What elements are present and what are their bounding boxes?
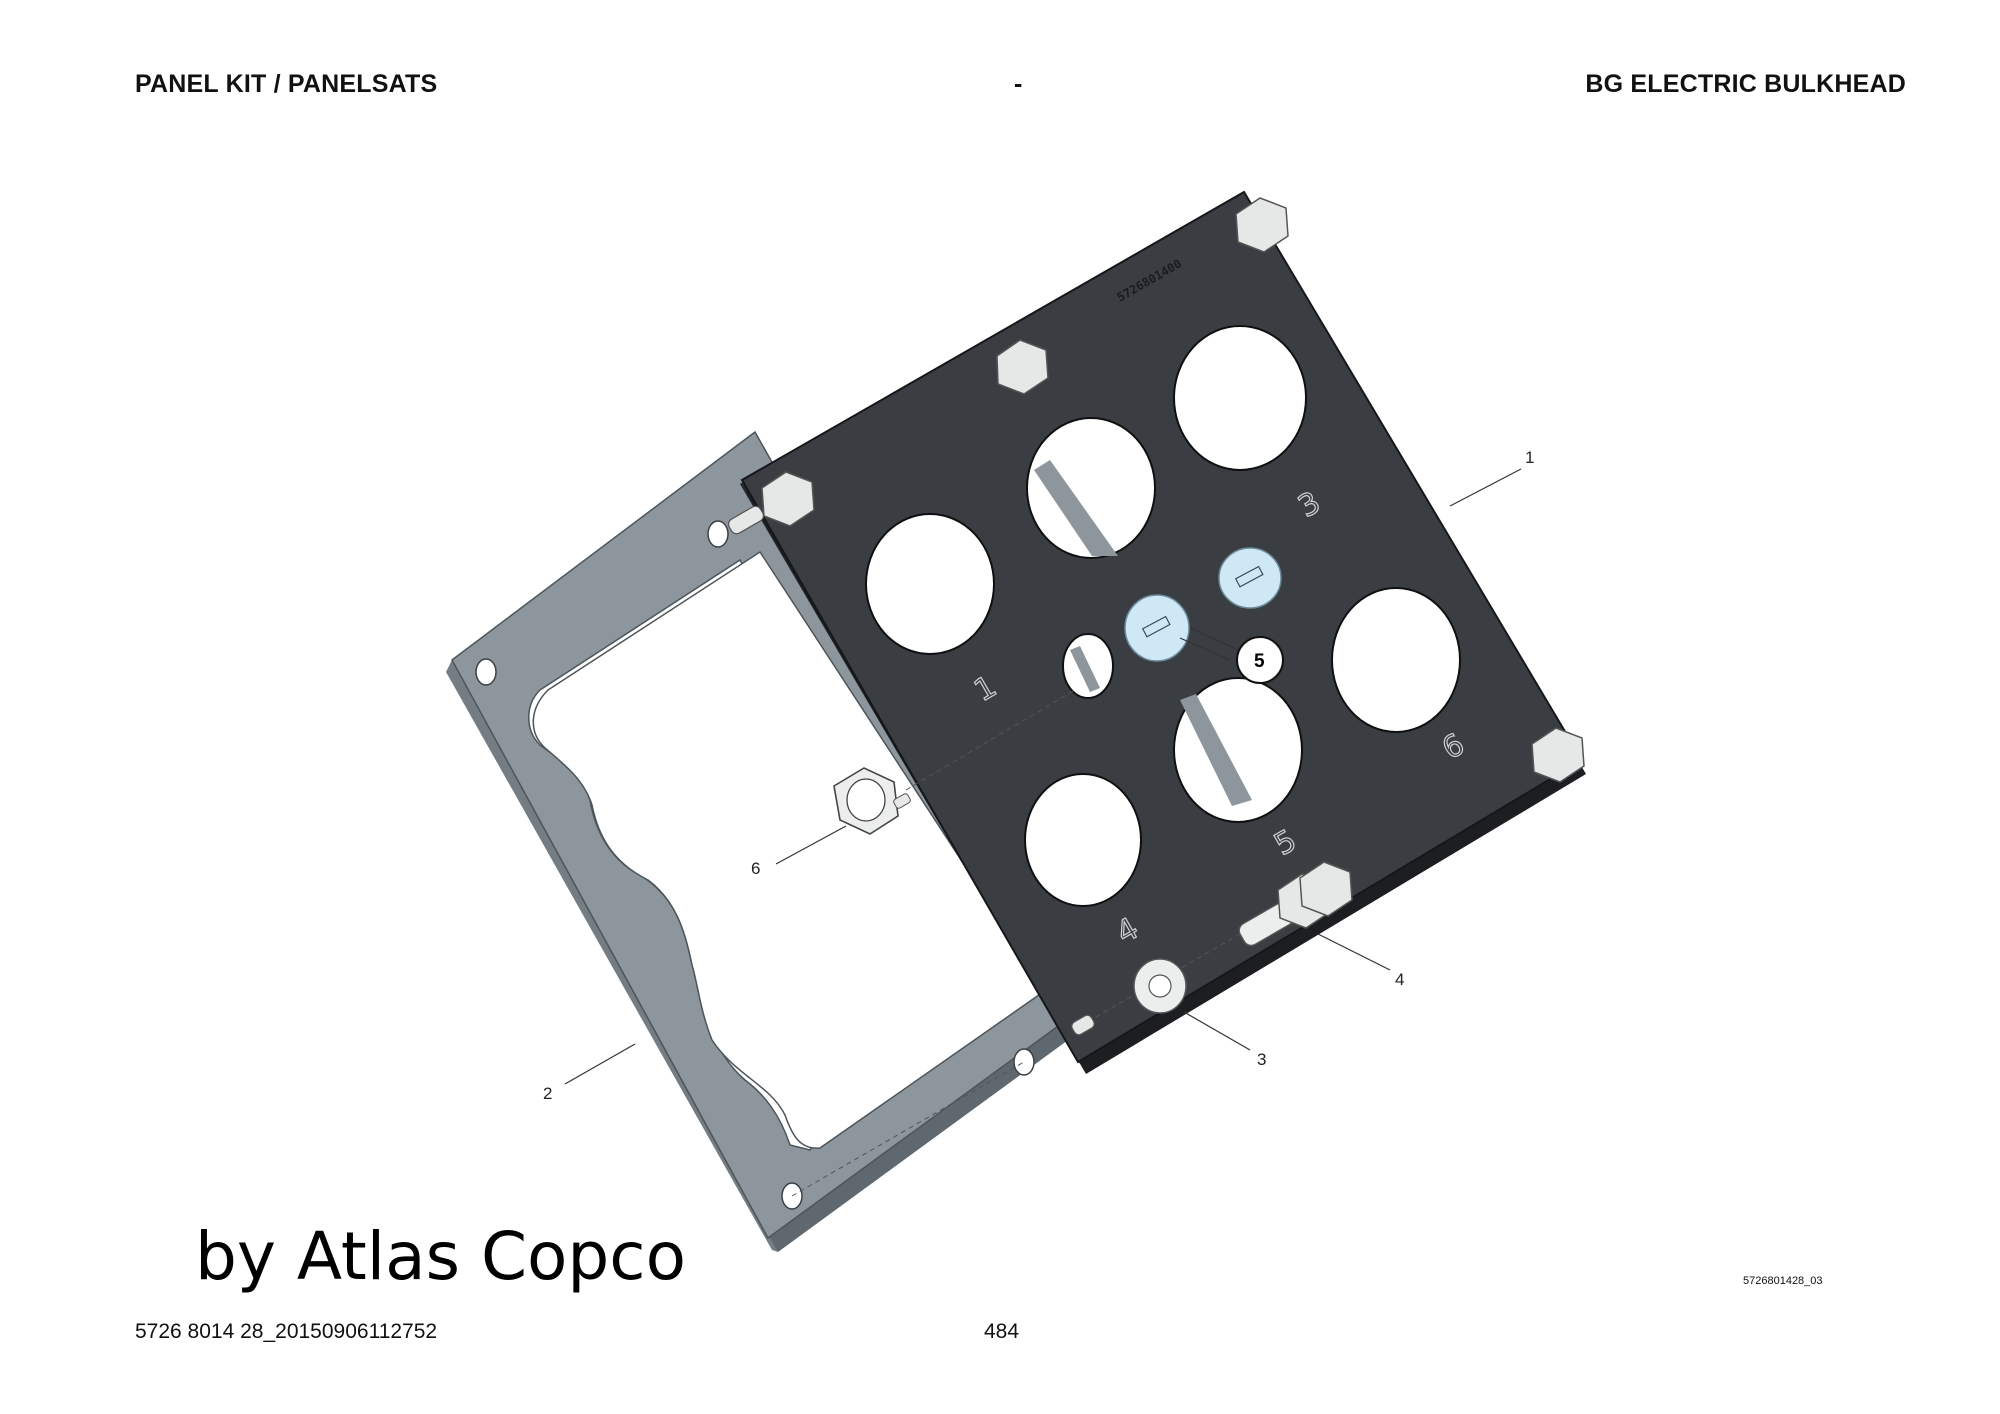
callout-5-bubble: 5 xyxy=(1236,636,1284,684)
callout-5: 5 xyxy=(1254,651,1265,672)
drawing-reference: 5726801428_03 xyxy=(1743,1275,1823,1287)
hex-nut-icon xyxy=(833,767,911,835)
hex-bolt-icon xyxy=(761,197,1585,783)
gasket-frame xyxy=(446,430,1090,1252)
header-center-dash: - xyxy=(1014,70,1023,98)
hex-bolt-icon xyxy=(1238,861,1353,947)
callout-6: 6 xyxy=(751,859,760,878)
washer-icon xyxy=(1133,958,1187,1014)
callout-3: 3 xyxy=(1257,1050,1266,1069)
footer-document-id: 5726 8014 28_20150906112752 xyxy=(135,1320,438,1343)
callout-4: 4 xyxy=(1395,970,1404,989)
callout-2: 2 xyxy=(543,1084,552,1103)
header-title-left: PANEL KIT / PANELSATS xyxy=(135,70,438,98)
watermark-text: by Atlas Copco xyxy=(195,1218,686,1295)
panel-plate: 5726801400 1 3 4 5 6 xyxy=(740,190,1586,1074)
blanking-plug-icon xyxy=(1124,594,1190,662)
footer-page-number: 484 xyxy=(984,1320,1020,1343)
callout-1: 1 xyxy=(1525,448,1534,467)
leader-lines xyxy=(564,468,1522,1085)
header-title-right: BG ELECTRIC BULKHEAD xyxy=(1585,70,1906,98)
blanking-plug-icon xyxy=(1218,547,1282,609)
